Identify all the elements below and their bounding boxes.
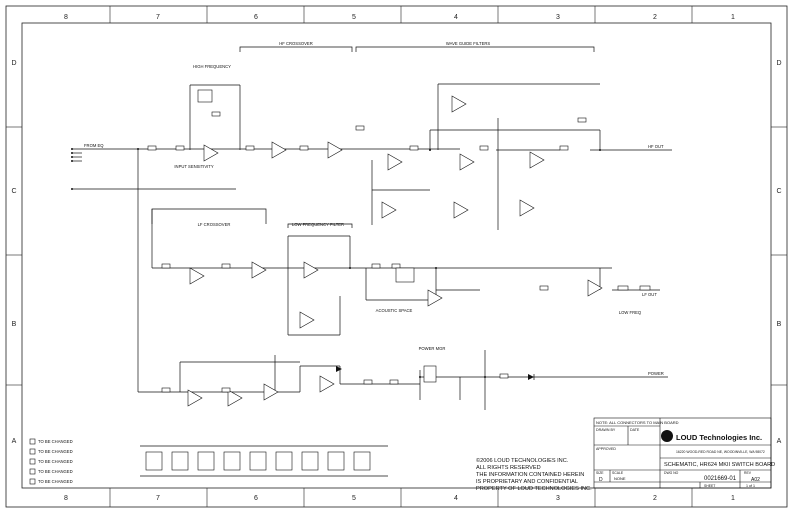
net-power: POWER xyxy=(648,371,664,376)
signal-wires xyxy=(72,83,672,477)
label-input-sensitivity: INPUT SENSITIVITY xyxy=(174,164,213,169)
legend-item-1: TO BE CHANGED xyxy=(38,439,73,444)
zone-ticks xyxy=(6,6,787,507)
inner-border xyxy=(21,22,772,489)
legend-item-2: TO BE CHANGED xyxy=(38,449,73,454)
label-low-frequency-filter: LOW FREQUENCY FILTER xyxy=(292,222,344,227)
net-from-eq: FROM EQ xyxy=(84,143,104,148)
diode-symbol xyxy=(528,374,534,380)
copyright-line-5: PROPERTY OF LOUD TECHNOLOGIES INC. xyxy=(476,486,592,492)
copyright-line-1: ©2006 LOUD TECHNOLOGIES INC. xyxy=(476,457,569,464)
zone-col-bot-1: 1 xyxy=(731,495,735,502)
zone-col-top-7: 7 xyxy=(156,14,160,21)
legend-item-3: TO BE CHANGED xyxy=(38,459,73,464)
tb-scale: NONE xyxy=(614,476,626,481)
legend-boxes xyxy=(29,438,36,485)
zone-col-bot-5: 5 xyxy=(352,495,356,502)
tb-title: SCHEMATIC, HR624 MKII SWITCH BOARD xyxy=(664,462,775,468)
zone-row-left-a: A xyxy=(12,438,17,445)
zone-col-bot-6: 6 xyxy=(254,495,258,502)
label-power-mgr: POWER MGR xyxy=(419,346,446,351)
zone-col-bot-7: 7 xyxy=(156,495,160,502)
label-wave-guide-filters: WAVE GUIDE FILTERS xyxy=(446,41,491,46)
zone-row-right-b: B xyxy=(777,321,782,328)
tb-sheet: 1 of 1 xyxy=(746,484,755,488)
tb-dwg-label: DWG NO xyxy=(664,471,679,475)
diode-symbol-2 xyxy=(336,366,342,372)
zone-col-bot-8: 8 xyxy=(64,495,68,502)
opamps xyxy=(187,95,603,407)
outer-border xyxy=(5,5,788,508)
title-block xyxy=(593,417,772,489)
copyright-line-2: ALL RIGHTS RESERVED xyxy=(476,465,541,471)
tb-size: D xyxy=(599,477,603,483)
zone-col-top-5: 5 xyxy=(352,14,356,21)
tb-rev: A02 xyxy=(751,477,760,483)
section-brackets xyxy=(151,46,595,228)
tb-date-label: DATE xyxy=(630,428,640,432)
input-pins xyxy=(71,148,601,378)
zone-row-right-c: C xyxy=(776,188,781,195)
zone-row-left-b: B xyxy=(12,321,17,328)
tb-size-label: SIZE xyxy=(596,471,604,475)
legend-item-5: TO BE CHANGED xyxy=(38,479,73,484)
regulator-bank xyxy=(145,451,371,471)
tb-rev-label: REV xyxy=(744,471,752,475)
label-high-frequency: HIGH FREQUENCY xyxy=(193,64,231,69)
components xyxy=(147,89,651,393)
zone-row-right-d: D xyxy=(776,60,781,67)
notes-connectors: NOTE: ALL CONNECTORS TO MAIN BOARD xyxy=(596,420,679,425)
zone-col-bot-3: 3 xyxy=(556,495,560,502)
loud-logo-icon xyxy=(661,430,673,442)
zone-row-left-d: D xyxy=(11,60,16,67)
zone-col-top-2: 2 xyxy=(653,14,657,21)
legend-item-4: TO BE CHANGED xyxy=(38,469,73,474)
tb-address: 16220 WOOD-RED ROAD NE, WOODINVILLE, WA … xyxy=(676,450,765,454)
zone-col-top-4: 4 xyxy=(454,14,458,21)
net-hf-out: HF OUT xyxy=(648,144,664,149)
tb-doc-number: 0021669-01 xyxy=(704,476,737,482)
tb-drawn-by-label: DRAWN BY xyxy=(596,428,616,432)
label-lf-crossover: LF CROSSOVER xyxy=(198,222,231,227)
label-hf-crossover: HF CROSSOVER xyxy=(279,41,313,46)
tb-company: LOUD Technologies Inc. xyxy=(676,433,762,442)
zone-row-right-a: A xyxy=(777,438,782,445)
tb-approved-label: APPROVED xyxy=(596,447,616,451)
label-acoustic-space: ACOUSTIC SPACE xyxy=(376,308,413,313)
tb-sheet-label: SHEET xyxy=(704,484,715,488)
zone-col-bot-2: 2 xyxy=(653,495,657,502)
zone-col-bot-4: 4 xyxy=(454,495,458,502)
zone-col-top-3: 3 xyxy=(556,14,560,21)
zone-col-top-1: 1 xyxy=(731,14,735,21)
net-lf-out: LF OUT xyxy=(642,292,657,297)
zone-row-left-c: C xyxy=(11,188,16,195)
zone-col-top-8: 8 xyxy=(64,14,68,21)
zone-col-top-6: 6 xyxy=(254,14,258,21)
copyright-line-4: IS PROPRIETARY AND CONFIDENTIAL xyxy=(476,479,578,485)
tb-scale-label: SCALE xyxy=(612,471,624,475)
copyright-line-3: THE INFORMATION CONTAINED HEREIN xyxy=(476,472,584,478)
label-low-freq: LOW FREQ xyxy=(619,310,642,315)
